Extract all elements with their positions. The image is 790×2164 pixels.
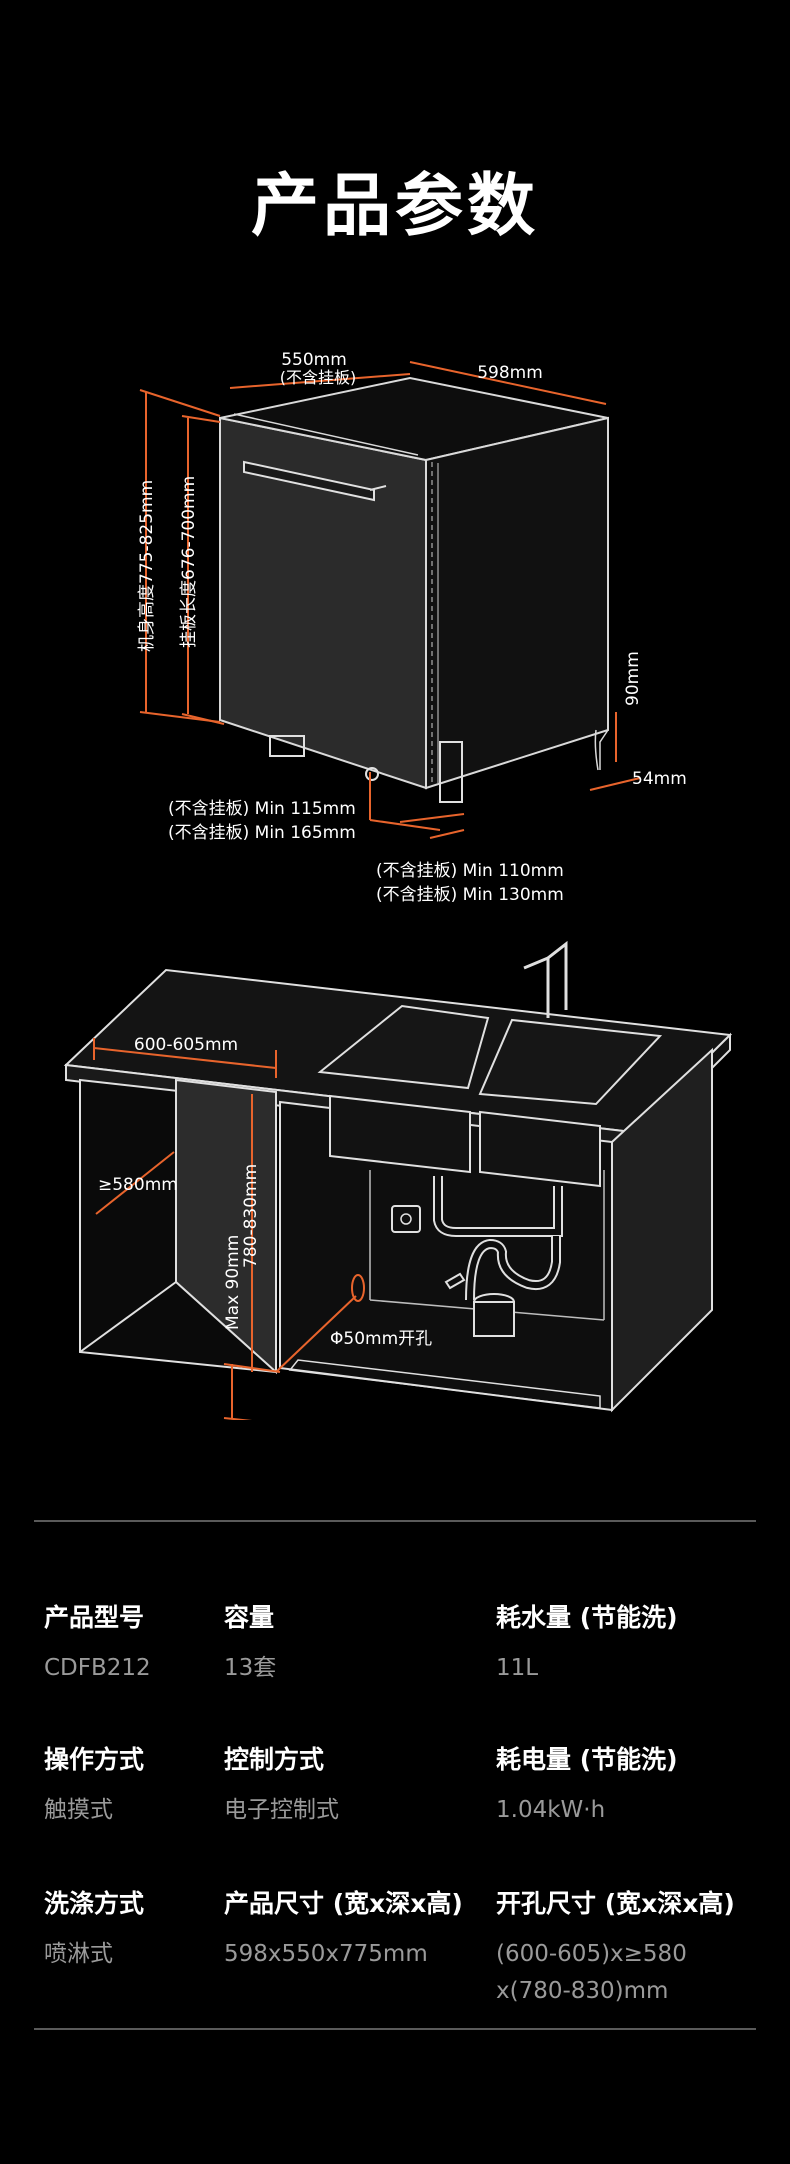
spec-value-line1: (600-605)x≥580	[496, 1941, 687, 1967]
right-depth-label: 54mm	[632, 769, 687, 789]
spec-value: 触摸式	[44, 1797, 113, 1823]
spec-value-line2: x(780-830)mm	[496, 1978, 669, 2004]
faucet-icon	[546, 940, 568, 1018]
side-bracket-icon	[439, 741, 463, 803]
spec-label: 产品型号	[44, 1603, 145, 1632]
hole-label: Φ50mm开孔	[330, 1329, 432, 1349]
depth-note-label: (不含挂板)	[280, 368, 357, 387]
cutout-height-label: 780-830mm	[241, 1164, 261, 1268]
spec-model: 产品型号 CDFB212	[44, 1598, 151, 1687]
min-130-label: (不含挂板) Min 130mm	[376, 885, 564, 905]
cabinet-installation-diagram: 600-605mm ≥580mm 780-830mm Max 90mm Φ50m…	[63, 940, 733, 1420]
min-165-label: (不含挂板) Min 165mm	[168, 823, 356, 843]
spec-product-size: 产品尺寸 (宽x深x高) 598x550x775mm	[224, 1884, 463, 1973]
dishwasher-side-face	[425, 416, 609, 790]
spec-wash-method: 洗涤方式 喷淋式	[44, 1884, 144, 1973]
width-label: 598mm	[477, 363, 543, 383]
spec-control: 控制方式 电子控制式	[224, 1740, 339, 1829]
dimension-lines	[139, 361, 641, 839]
right-height-label: 90mm	[623, 651, 643, 706]
power-socket-icon	[391, 1205, 421, 1233]
divider-bottom	[34, 2028, 756, 2030]
door-handle-icon	[243, 460, 375, 502]
page-title: 产品参数	[250, 167, 539, 246]
spec-label: 产品尺寸 (宽x深x高)	[224, 1889, 463, 1918]
spec-value: 1.04kW·h	[496, 1797, 606, 1823]
water-valve-icon	[444, 1272, 466, 1290]
max-90-label: Max 90mm	[223, 1235, 243, 1330]
depth-label: 550mm	[281, 350, 347, 370]
spec-value: 11L	[496, 1655, 539, 1681]
spec-value: 13套	[224, 1655, 277, 1681]
spec-operation: 操作方式 触摸式	[44, 1740, 144, 1829]
spec-label: 耗电量 (节能洗)	[496, 1745, 678, 1774]
spec-label: 容量	[224, 1603, 275, 1632]
spec-value: 电子控制式	[224, 1797, 339, 1823]
sink-basin-right	[478, 1018, 663, 1106]
spec-label: 开孔尺寸 (宽x深x高)	[496, 1889, 735, 1918]
cutout-depth-label: ≥580mm	[98, 1175, 178, 1195]
body-height-label: 机身高度775-825mm	[137, 480, 157, 652]
bottom-hinge-icon	[269, 735, 305, 757]
hole-icon	[351, 1274, 365, 1302]
spec-label: 耗水量 (节能洗)	[496, 1603, 678, 1632]
spec-label: 洗涤方式	[44, 1889, 145, 1918]
min-110-label: (不含挂板) Min 110mm	[376, 861, 564, 881]
spec-value: CDFB212	[44, 1655, 151, 1681]
spec-label: 控制方式	[224, 1745, 325, 1774]
divider-top	[34, 1520, 756, 1522]
cutout-width-label: 600-605mm	[134, 1035, 238, 1055]
spec-value: 598x550x775mm	[224, 1941, 428, 1967]
spec-water-consumption: 耗水量 (节能洗) 11L	[496, 1598, 678, 1687]
spec-capacity: 容量 13套	[224, 1598, 276, 1687]
foot-icon	[365, 767, 379, 781]
spec-label: 操作方式	[44, 1745, 145, 1774]
sink-basin-left	[317, 1004, 490, 1090]
spec-value: (600-605)x≥580 x(780-830)mm	[496, 1936, 735, 2010]
spec-value: 喷淋式	[44, 1941, 113, 1967]
spec-power-consumption: 耗电量 (节能洗) 1.04kW·h	[496, 1740, 678, 1829]
panel-length-label: 挂板长度676-700mm	[179, 476, 199, 648]
dishwasher-dimension-diagram: 550mm (不含挂板) 598mm 机身高度775-825mm 挂板长度676…	[137, 350, 687, 905]
spec-cutout-size: 开孔尺寸 (宽x深x高) (600-605)x≥580 x(780-830)mm	[496, 1884, 735, 2010]
cabinet-dimension-lines	[93, 1038, 357, 1420]
min-115-label: (不含挂板) Min 115mm	[168, 799, 356, 819]
